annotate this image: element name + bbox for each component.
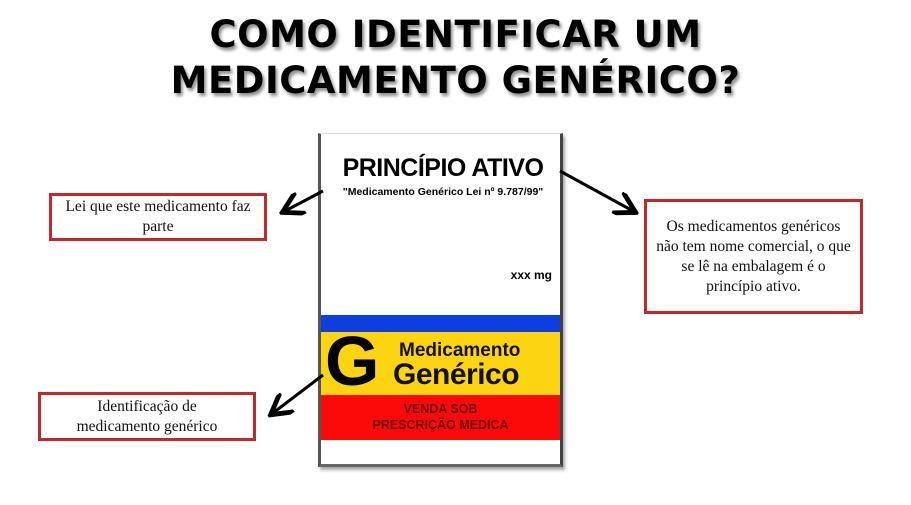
medicine-package: PRINCÍPIO ATIVO "Medicamento Genérico Le… xyxy=(318,133,563,467)
dose-label: xxx mg xyxy=(510,268,552,282)
generic-label-line1: Medicamento xyxy=(399,340,521,361)
generic-g-logo: G xyxy=(325,322,380,400)
arrow-to-law-callout xyxy=(285,189,324,211)
arrow-to-active-callout xyxy=(559,169,633,211)
title-line-2: MEDICAMENTO GENÉRICO? xyxy=(170,59,741,102)
prescription-line2: PRESCRIÇÃO MEDICA xyxy=(372,418,509,432)
page-title: COMO IDENTIFICAR UM MEDICAMENTO GENÉRICO… xyxy=(0,12,911,104)
prescription-band: VENDA SOB PRESCRIÇÃO MEDICA xyxy=(321,395,560,440)
callout-active-text: Os medicamentos genéricos não tem nome c… xyxy=(656,217,851,295)
callout-law: Lei que este medicamento faz parte xyxy=(49,193,267,241)
prescription-line1: VENDA SOB xyxy=(403,402,478,416)
prescription-text: VENDA SOB PRESCRIÇÃO MEDICA xyxy=(321,401,560,433)
law-text: "Medicamento Genérico Lei nº 9.787/99" xyxy=(342,186,544,198)
callout-law-text: Lei que este medicamento faz parte xyxy=(65,198,251,235)
generic-label-line2: Genérico xyxy=(393,358,520,391)
generic-band: G Medicamento Genérico xyxy=(321,326,560,396)
callout-identification-text: Identificação de medicamento genérico xyxy=(76,397,218,435)
arrow-to-identification-callout xyxy=(273,373,324,413)
callout-active-ingredient: Os medicamentos genéricos não tem nome c… xyxy=(644,199,863,314)
title-line-1: COMO IDENTIFICAR UM xyxy=(209,13,702,56)
blue-band xyxy=(321,315,560,332)
callout-identification: Identificação de medicamento genérico xyxy=(38,392,256,441)
active-ingredient-label: PRINCÍPIO ATIVO xyxy=(342,154,544,182)
